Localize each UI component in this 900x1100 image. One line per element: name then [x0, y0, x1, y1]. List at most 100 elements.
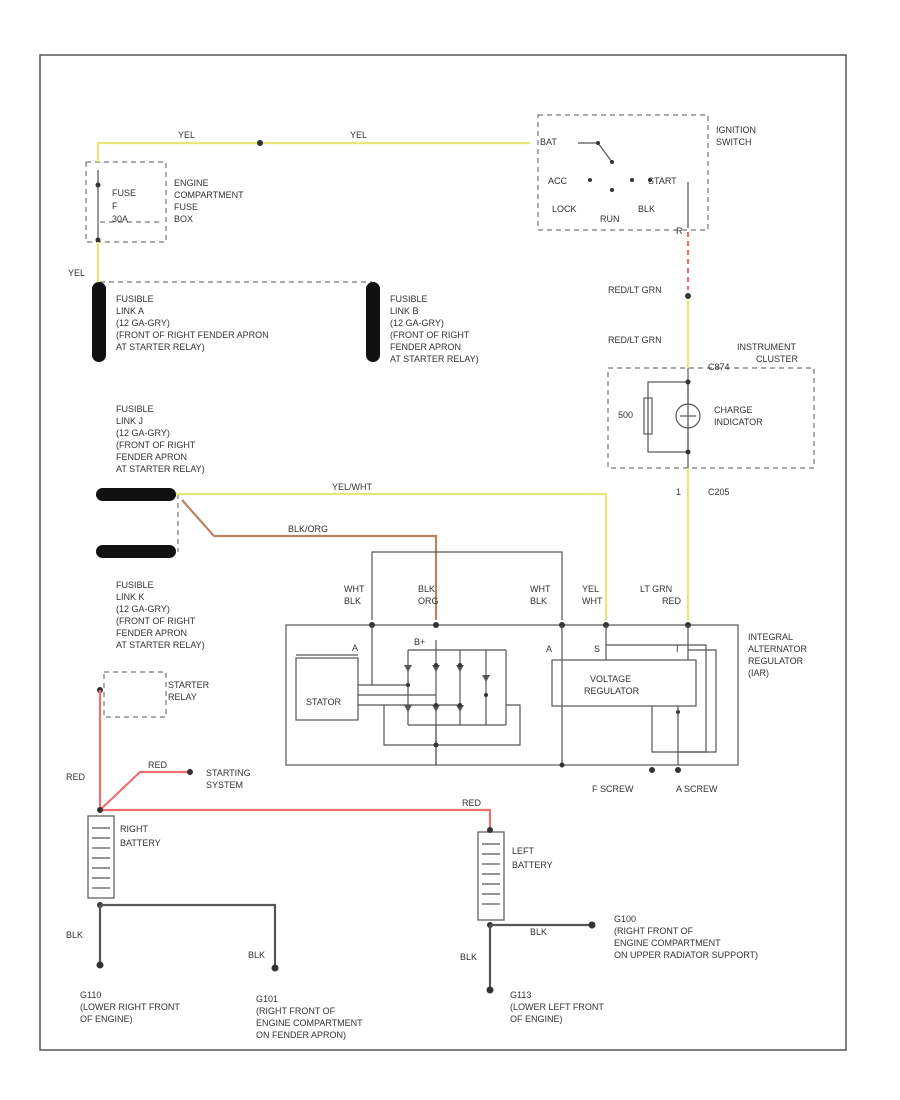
wire-label-blk: BLK: [66, 930, 83, 940]
link-k-label: LINK K: [116, 592, 145, 602]
fuse-box-label: BOX: [174, 214, 193, 224]
cluster-label: INSTRUMENT: [737, 342, 796, 352]
alternator-label: INTEGRAL: [748, 632, 793, 642]
fusible-link-b: FUSIBLE LINK B (12 GA-GRY) (FRONT OF RIG…: [366, 282, 479, 364]
wire-blk-org: [181, 499, 438, 620]
a-screw-label: A SCREW: [676, 784, 718, 794]
ground-g113: [486, 986, 494, 994]
ground-g100: [588, 921, 596, 929]
ignition-switch-label: SWITCH: [716, 137, 752, 147]
pin-label: BLK: [530, 596, 547, 606]
charge-indicator-label: CHARGE: [714, 405, 753, 415]
wire-label-red: RED: [462, 798, 482, 808]
starter-relay-label: RELAY: [168, 692, 197, 702]
stator-label: STATOR: [306, 697, 342, 707]
switch-label: ACC: [548, 176, 568, 186]
ground-g110-label: G110 (LOWER RIGHT FRONT OF ENGINE): [80, 990, 180, 1024]
right-battery-label: RIGHT: [120, 824, 149, 834]
wire-label-yel-wht: YEL/WHT: [332, 482, 373, 492]
fuse-label: FUSE: [112, 188, 136, 198]
link-a-label: (FRONT OF RIGHT FENDER APRON: [116, 330, 269, 340]
link-k-label: (FRONT OF RIGHT: [116, 616, 196, 626]
svg-text:(LOWER LEFT FRONT: (LOWER LEFT FRONT: [510, 1002, 604, 1012]
link-b-label: LINK B: [390, 306, 419, 316]
pin-label: BLK: [344, 596, 361, 606]
alternator-label: ALTERNATOR: [748, 644, 808, 654]
pin-label: RED: [662, 596, 682, 606]
i-pin-label: I: [676, 644, 679, 654]
svg-text:G100: G100: [614, 914, 636, 924]
fuse-box: FUSE F 30A ENGINE COMPARTMENT FUSE BOX: [85, 161, 244, 243]
svg-text:ON FENDER APRON): ON FENDER APRON): [256, 1030, 346, 1040]
left-battery-label: BATTERY: [512, 860, 553, 870]
ground-g101-label: G101 (RIGHT FRONT OF ENGINE COMPARTMENT …: [256, 994, 363, 1040]
left-battery-label: LEFT: [512, 846, 535, 856]
left-battery: LEFT BATTERY: [477, 827, 553, 928]
ground-g101: [271, 964, 279, 972]
wire-yel-top: [96, 141, 530, 162]
link-k-label: FUSIBLE: [116, 580, 154, 590]
ground-g100-label: G100 (RIGHT FRONT OF ENGINE COMPARTMENT …: [614, 914, 758, 960]
fuse-label: 30A: [112, 214, 128, 224]
wire-label-red-lt-grn: RED/LT GRN: [608, 285, 662, 295]
svg-text:G101: G101: [256, 994, 278, 1004]
rectifier: B+: [383, 637, 521, 765]
wire-label-red: RED: [148, 760, 168, 770]
diagram-border: [39, 54, 847, 1051]
voltage-regulator-label: REGULATOR: [584, 686, 640, 696]
wire-label-blk-org: BLK/ORG: [288, 524, 328, 534]
switch-label: BLK: [638, 204, 655, 214]
starting-system-label: SYSTEM: [206, 780, 243, 790]
svg-text:ON UPPER RADIATOR SUPPORT): ON UPPER RADIATOR SUPPORT): [614, 950, 758, 960]
fuse-box-label: FUSE: [174, 202, 198, 212]
fuse-box-label: COMPARTMENT: [174, 190, 244, 200]
link-j-label: FUSIBLE: [116, 404, 154, 414]
svg-text:(LOWER RIGHT FRONT: (LOWER RIGHT FRONT: [80, 1002, 180, 1012]
alternator: WHT BLK BLK ORG WHT BLK YEL WHT LT GRN R…: [285, 551, 808, 794]
wire-red-starting: [99, 770, 190, 811]
link-j-label: FENDER APRON: [116, 452, 187, 462]
instrument-cluster: C874 INSTRUMENT CLUSTER 500 CHARGE INDIC…: [607, 342, 815, 497]
link-b-label: FENDER APRON: [390, 342, 461, 352]
fusible-link-k: FUSIBLE LINK K (12 GA-GRY) (FRONT OF RIG…: [96, 494, 205, 650]
alternator-label: (IAR): [748, 668, 769, 678]
fuse-label: F: [112, 201, 118, 211]
alternator-label: REGULATOR: [748, 656, 804, 666]
link-b-label: (12 GA-GRY): [390, 318, 444, 328]
stator: [295, 657, 359, 721]
pin-label: ORG: [418, 596, 439, 606]
link-a-label: (12 GA-GRY): [116, 318, 170, 328]
ignition-switch: BAT ACC START LOCK RUN BLK R IGNITION SW…: [537, 114, 756, 236]
svg-text:G110: G110: [80, 990, 101, 1000]
fusible-link-j: FUSIBLE LINK J (12 GA-GRY) (FRONT OF RIG…: [96, 404, 205, 501]
voltage-regulator-label: VOLTAGE: [590, 674, 631, 684]
a-pin-label: A: [352, 643, 358, 653]
switch-label: START: [648, 176, 677, 186]
link-a-label: FUSIBLE: [116, 294, 154, 304]
svg-text:(RIGHT FRONT OF: (RIGHT FRONT OF: [256, 1006, 336, 1016]
svg-text:OF ENGINE): OF ENGINE): [510, 1014, 563, 1024]
ground-g110: [96, 961, 104, 969]
pin-label: WHT: [582, 596, 603, 606]
wire-label-red: RED: [66, 772, 86, 782]
link-k-label: FENDER APRON: [116, 628, 187, 638]
wire-label-yel: YEL: [350, 130, 367, 140]
link-j-label: AT STARTER RELAY): [116, 464, 205, 474]
wire-blk-g101: [100, 903, 277, 968]
right-battery: RIGHT BATTERY: [87, 807, 161, 908]
voltage-regulator: [551, 659, 697, 707]
link-b-label: (FRONT OF RIGHT: [390, 330, 470, 340]
link-j-label: LINK J: [116, 416, 143, 426]
wire-label-blk: BLK: [248, 950, 265, 960]
wire-label-yel: YEL: [68, 268, 85, 278]
charge-indicator-label: INDICATOR: [714, 417, 763, 427]
starting-system-label: STARTING: [206, 768, 251, 778]
fusible-link-a: FUSIBLE LINK A (12 GA-GRY) (FRONT OF RIG…: [92, 282, 269, 362]
wire-yel-wht: [176, 492, 608, 620]
s-pin-label: S: [594, 644, 600, 654]
f-screw-label: F SCREW: [592, 784, 634, 794]
pin-label: WHT: [344, 584, 365, 594]
link-k-label: AT STARTER RELAY): [116, 640, 205, 650]
pin-label: LT GRN: [640, 584, 672, 594]
